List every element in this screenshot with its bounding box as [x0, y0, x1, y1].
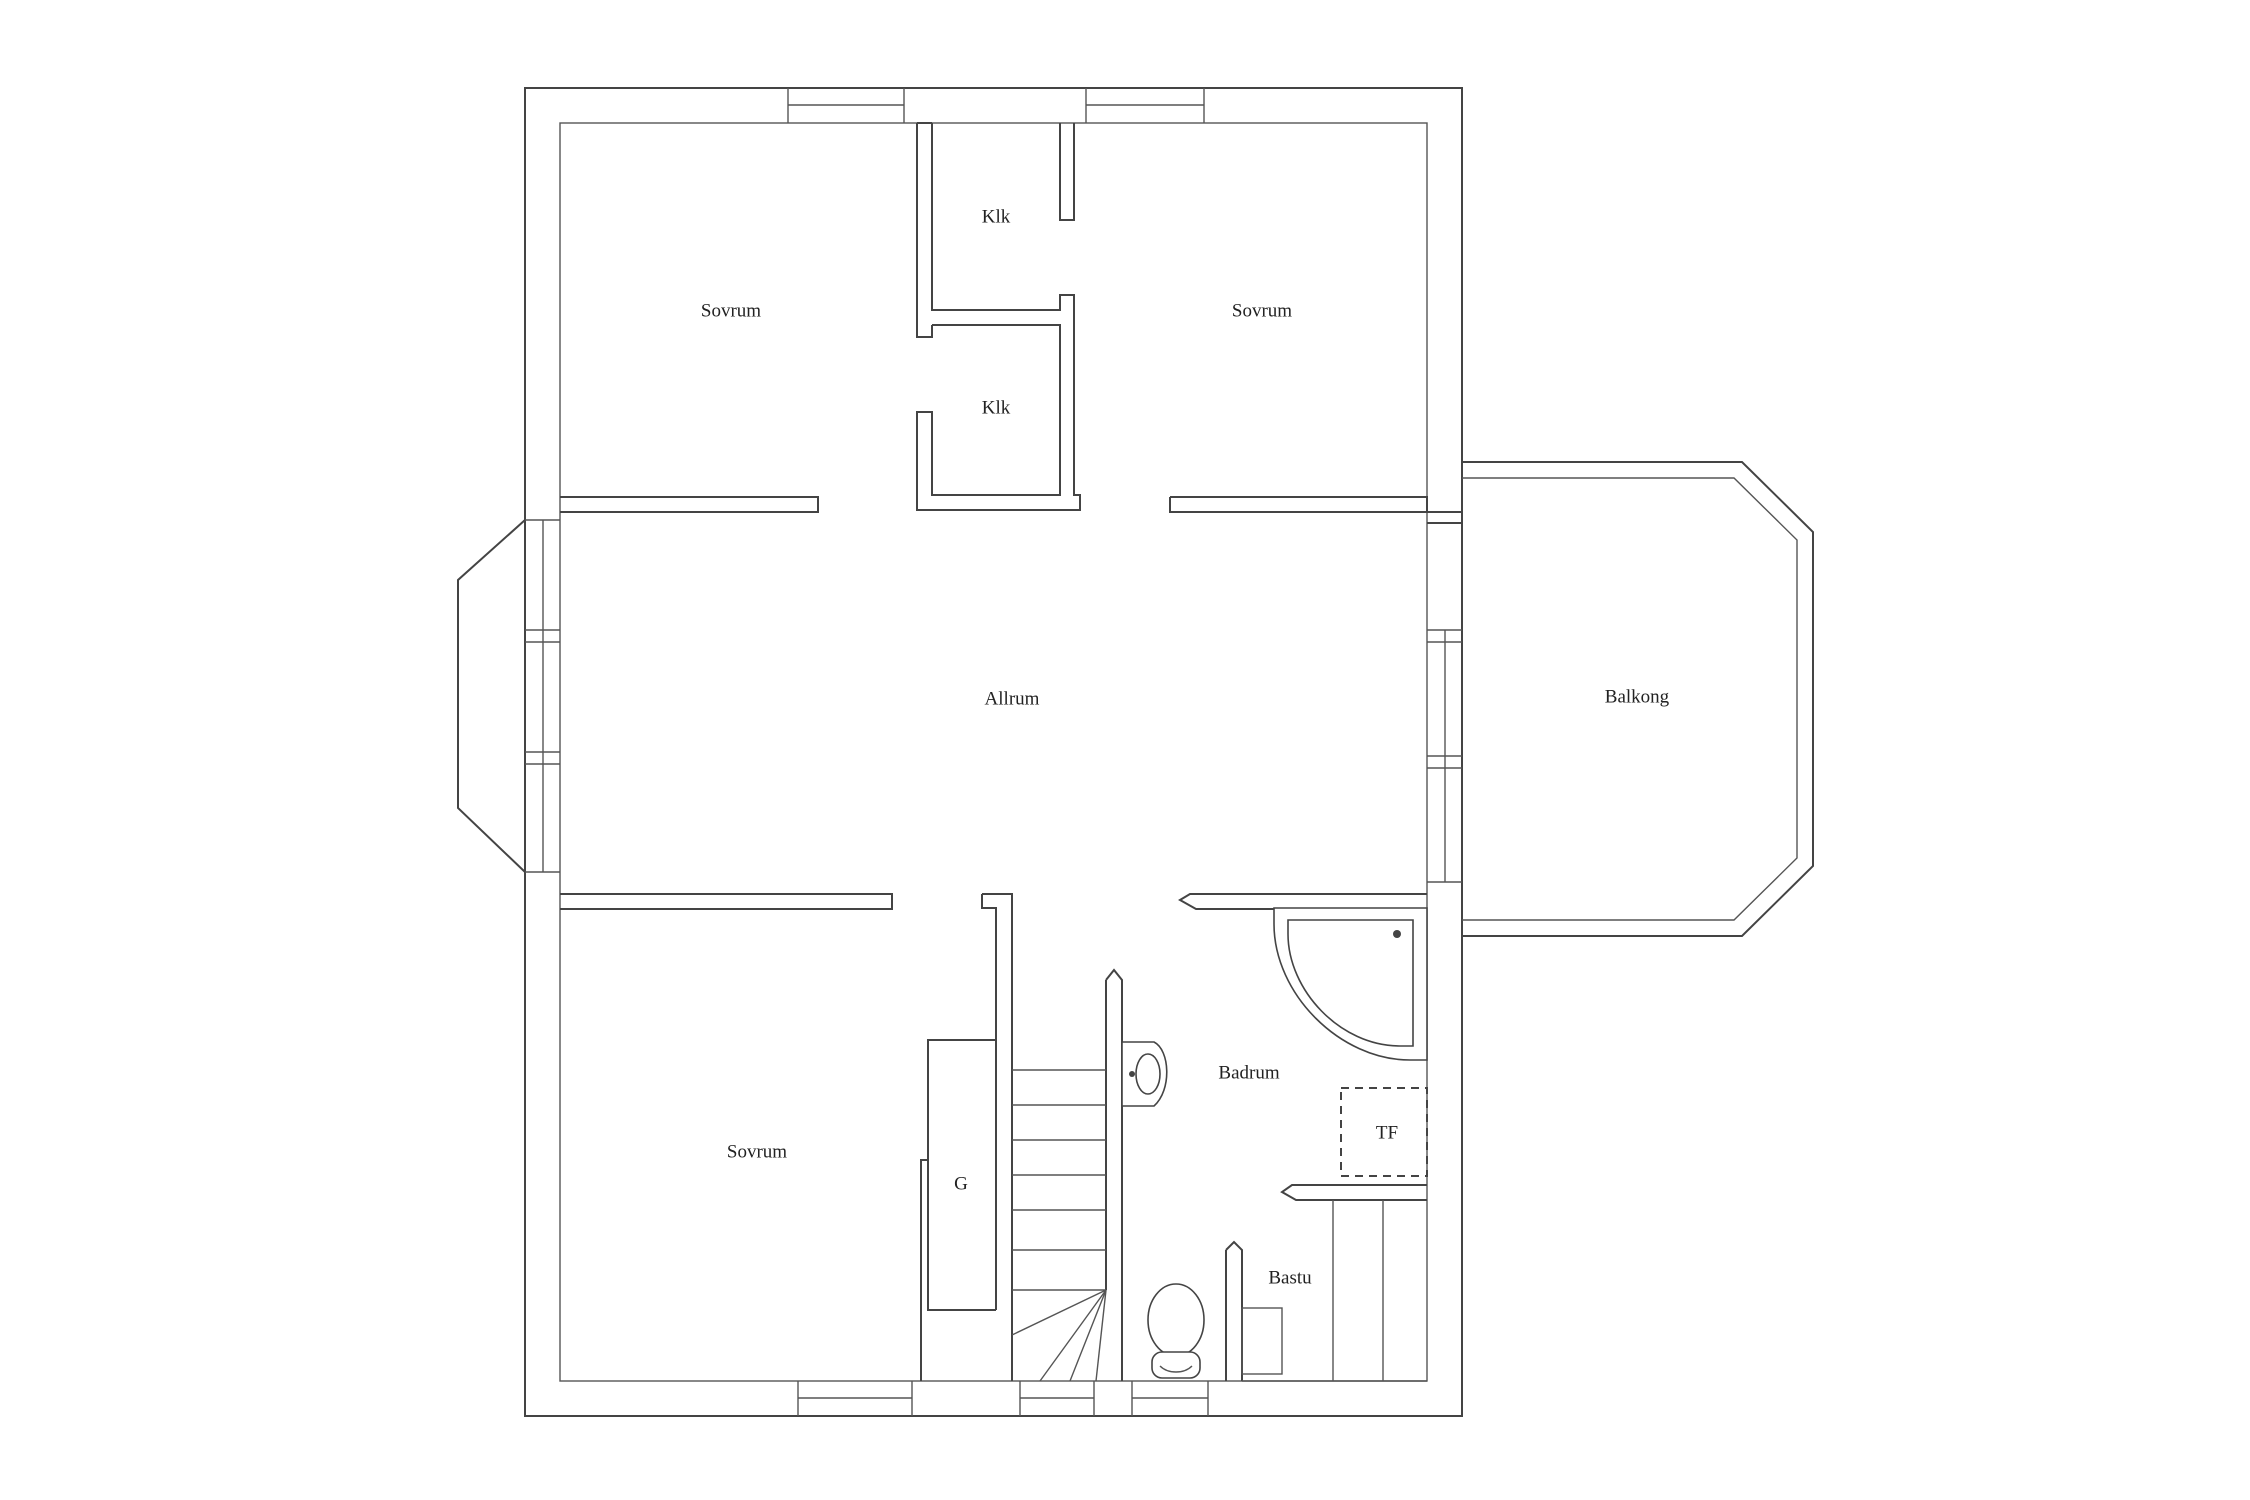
label-klk-lower: Klk — [982, 397, 1011, 418]
label-sovrum-nw: Sovrum — [701, 300, 761, 321]
tf-box — [1340, 1087, 1428, 1177]
toilet — [1147, 1283, 1205, 1379]
washbasin — [1121, 1041, 1168, 1107]
label-g: G — [954, 1173, 968, 1194]
label-sovrum-ne: Sovrum — [1232, 300, 1292, 321]
label-badrum: Badrum — [1218, 1062, 1279, 1083]
label-allrum: Allrum — [985, 688, 1040, 709]
west-bay-window — [457, 519, 560, 873]
corner-bathtub — [1273, 907, 1428, 1061]
bottom-windows — [797, 1381, 1209, 1416]
label-tf: TF — [1376, 1122, 1398, 1143]
exterior-walls — [524, 87, 1463, 1417]
balcony — [1462, 461, 1814, 937]
interior-walls-upper — [560, 122, 1462, 524]
label-sovrum-sw: Sovrum — [727, 1141, 787, 1162]
staircase — [1011, 1069, 1107, 1382]
label-bastu: Bastu — [1268, 1267, 1312, 1288]
interior-walls-lower — [560, 893, 1427, 1382]
label-balkong: Balkong — [1605, 686, 1670, 707]
tub-drain-icon — [1393, 930, 1401, 938]
label-klk-upper: Klk — [982, 206, 1011, 227]
east-windows — [1427, 629, 1462, 883]
top-windows — [787, 88, 1205, 123]
room-labels: Sovrum Klk Sovrum Klk Allrum Balkong Bad… — [701, 206, 1670, 1288]
